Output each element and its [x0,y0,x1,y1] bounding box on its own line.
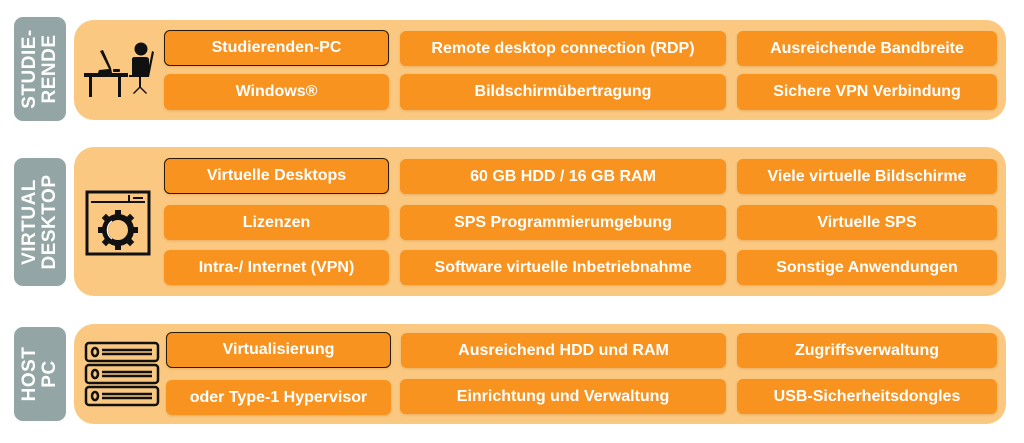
section-label-host-pc: HOST PC [14,327,66,421]
label-line2: PC [39,360,60,388]
box-virtuelle-sps: Virtuelle SPS [737,205,997,240]
box-virtuelle-desktops: Virtuelle Desktops [164,158,389,194]
box-intra-internet: Intra-/ Internet (VPN) [164,250,389,285]
label-line1: STUDIE- [19,29,40,109]
box-rdp: Remote desktop connection (RDP) [400,31,726,66]
box-software-inbetriebnahme: Software virtuelle Inbetriebnahme [400,250,726,285]
label-line1: VIRTUAL [19,179,40,265]
box-sps-programmierumgebung: SPS Programmierumgebung [400,205,726,240]
window-gear-icon [85,190,151,256]
box-type1-hypervisor: oder Type-1 Hypervisor [166,380,391,415]
box-studierenden-pc: Studierenden-PC [164,30,389,66]
label-line1: HOST [19,346,40,402]
label-line2: DESKTOP [39,174,60,270]
server-rack-icon [84,341,160,407]
box-lizenzen: Lizenzen [164,205,389,240]
box-bildschirmuebertragung: Bildschirmübertragung [400,74,726,110]
section-label-virtual-desktop: VIRTUAL DESKTOP [14,158,66,286]
box-einrichtung-verwaltung: Einrichtung und Verwaltung [400,379,726,414]
box-vpn-verbindung: Sichere VPN Verbindung [737,74,997,110]
label-line2: RENDE [39,34,60,104]
student-at-desk-icon [84,42,154,97]
box-zugriffsverwaltung: Zugriffsverwaltung [737,333,997,368]
box-sonstige-anwendungen: Sonstige Anwendungen [737,250,997,285]
box-usb-dongles: USB-Sicherheitsdongles [737,379,997,414]
box-bandbreite: Ausreichende Bandbreite [737,31,997,66]
section-label-studierende: STUDIE- RENDE [14,17,66,121]
box-virtuelle-bildschirme: Viele virtuelle Bildschirme [737,159,997,194]
box-windows: Windows® [164,74,389,110]
box-virtualisierung: Virtualisierung [166,332,391,368]
box-hdd-ram-spec: 60 GB HDD / 16 GB RAM [400,159,726,194]
box-ausreichend-hdd-ram: Ausreichend HDD und RAM [401,333,726,368]
